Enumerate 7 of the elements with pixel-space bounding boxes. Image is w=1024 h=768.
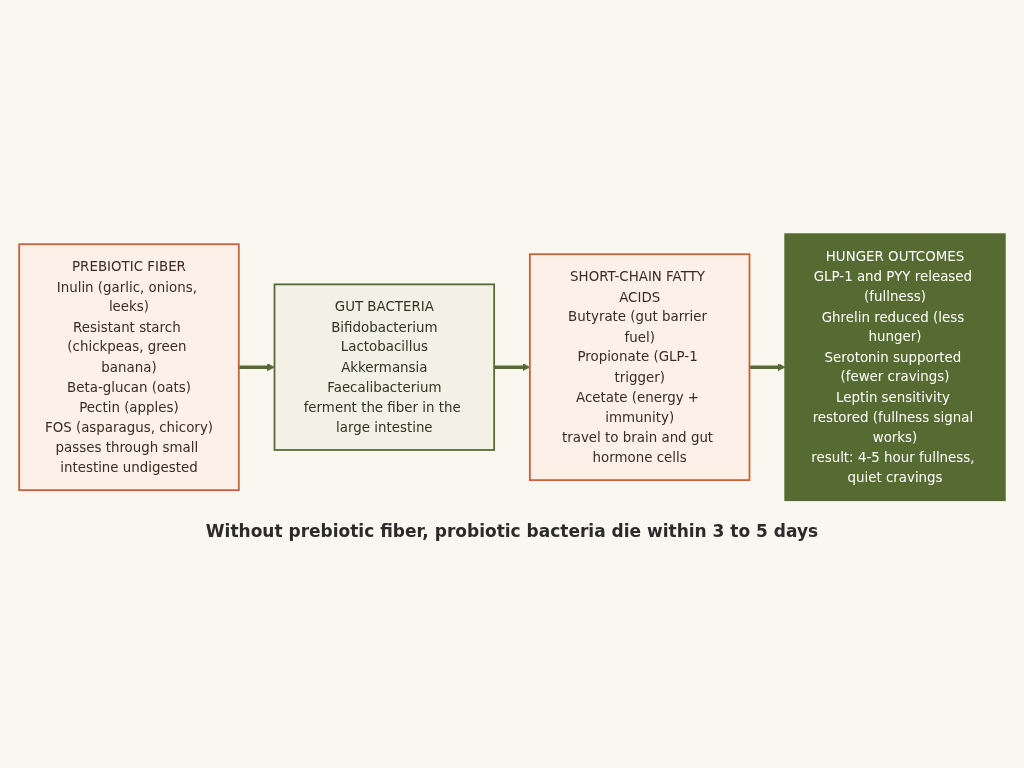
arrow: [238, 363, 275, 371]
node-box: HUNGER OUTCOMES GLP-1 and PYY released (fullness) Ghrelin reduced (less hunger) Serotonin supported (fewer cravings) Leptin sensitivity restored (fullness signal works) result: 4-5 hour fullness, quiet cravings: [784, 233, 1006, 501]
node-box: SHORT-CHAIN FATTY ACIDS Butyrate (gut barrier fuel) Propionate (GLP-1 trigger) Acetate (energy + immunity) travel to brain and gut hormone cells: [528, 253, 751, 481]
node-box: PREBIOTIC FIBER Inulin (garlic, onions, leeks) Resistant starch (chickpeas, green banana) Beta-glucan (oats) Pectin (apples) FOS (asparagus, chicory) passes through small intestine undigested: [18, 243, 240, 491]
arrow: [749, 363, 786, 371]
node-box: GUT BACTERIA Bifidobacterium Lactobacillus Akkermansia Faecalibacterium ferment the fiber in the large intestine: [273, 283, 496, 451]
caption: Without prebiotic fiber, probiotic bacteria die within 3 to 5 days: [205, 521, 819, 542]
